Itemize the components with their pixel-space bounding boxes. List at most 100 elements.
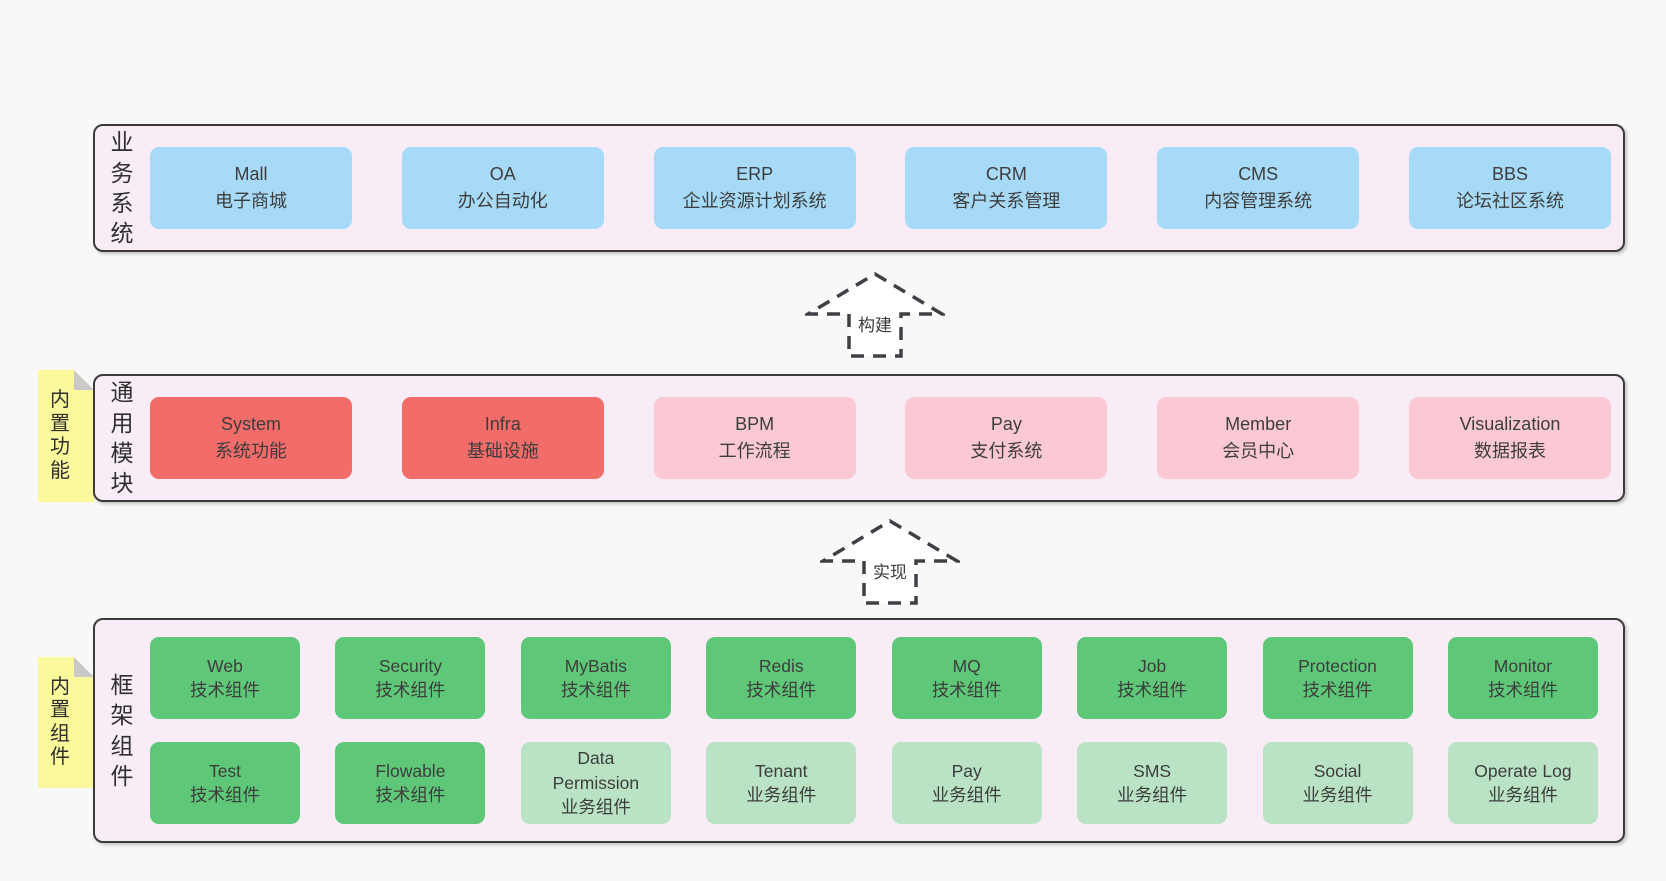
- module-box-visualization: Visualization 数据报表: [1408, 397, 1611, 479]
- box-desc: 技术组件: [746, 680, 817, 700]
- box-name: Mall: [234, 164, 268, 184]
- common-modules-panel: 通用模块 System 系统功能 Infra 基础设施 BPM 工作流程 Pay…: [93, 374, 1625, 502]
- panel-label: 业务系统: [110, 129, 134, 247]
- box-desc: 基础设施: [466, 441, 539, 461]
- framework-components-panel: 框架组件 Web 技术组件 Security 技术组件 MyBatis 技术组件…: [93, 618, 1625, 843]
- box-desc: 支付系统: [970, 441, 1043, 461]
- box-name: System: [220, 414, 281, 434]
- business-box-mall: Mall 电子商城: [150, 147, 352, 229]
- business-box-cms: CMS 内容管理系统: [1157, 147, 1360, 229]
- module-box-member: Member 会员中心: [1157, 397, 1360, 479]
- box-desc: 业务组件: [560, 797, 631, 818]
- module-box-bpm: BPM 工作流程: [653, 397, 856, 479]
- box-desc: 电子商城: [215, 191, 287, 211]
- business-systems-panel: 业务系统 Mall 电子商城 OA 办公自动化 ERP 企业资源计划系统 CRM…: [93, 124, 1625, 252]
- sticky-note-built-in-features: 内置功能: [38, 370, 94, 502]
- panel-label: 通用模块: [110, 379, 134, 497]
- box-name: Test: [208, 760, 242, 781]
- module-box-pay: Pay 支付系统: [905, 397, 1108, 479]
- sticky-fold-corner: [74, 370, 94, 390]
- box-name: Tenant: [754, 760, 808, 781]
- box-name: BPM: [735, 414, 775, 434]
- box-name: MyBatis: [564, 655, 627, 676]
- box-name: Social: [1313, 760, 1362, 781]
- box-name: Pay: [951, 760, 982, 781]
- box-desc: 技术组件: [1487, 680, 1558, 700]
- box-desc: 技术组件: [560, 680, 631, 700]
- box-name: Pay: [990, 414, 1022, 434]
- box-desc: 技术组件: [190, 680, 260, 700]
- box-name: Infra: [484, 414, 521, 434]
- box-desc: 技术组件: [190, 785, 260, 805]
- business-box-bbs: BBS 论坛社区系统: [1408, 147, 1611, 229]
- sticky-fold-corner: [74, 657, 94, 677]
- modules-box-row: System 系统功能 Infra 基础设施 BPM 工作流程 Pay 支付系统…: [150, 397, 1623, 479]
- box-name: SMS: [1133, 760, 1172, 781]
- component-box-monitor: Monitor 技术组件: [1447, 637, 1598, 719]
- box-name: Redis: [758, 655, 804, 676]
- component-box-mq: MQ 技术组件: [891, 637, 1042, 719]
- box-desc: 业务组件: [1302, 785, 1373, 805]
- build-arrow: 构建: [805, 271, 945, 359]
- box-name: Member: [1225, 414, 1292, 434]
- box-name: Job: [1138, 655, 1167, 676]
- box-desc: 工作流程: [718, 441, 791, 461]
- component-box-job: Job 技术组件: [1077, 637, 1228, 719]
- component-box-web: Web 技术组件: [150, 637, 300, 719]
- box-desc: 内容管理系统: [1204, 191, 1313, 211]
- box-desc: 技术组件: [1302, 680, 1373, 700]
- box-desc: 业务组件: [931, 785, 1002, 805]
- business-box-row: Mall 电子商城 OA 办公自动化 ERP 企业资源计划系统 CRM 客户关系…: [150, 147, 1623, 229]
- components-row-1: Web 技术组件 Security 技术组件 MyBatis 技术组件 Redi…: [150, 637, 1598, 719]
- box-name: Visualization: [1459, 414, 1561, 434]
- component-box-security: Security 技术组件: [335, 637, 486, 719]
- box-desc: 业务组件: [1487, 785, 1558, 805]
- component-box-redis: Redis 技术组件: [706, 637, 857, 719]
- box-desc: 业务组件: [746, 785, 817, 805]
- box-desc: 技术组件: [375, 680, 446, 700]
- box-name: CRM: [985, 164, 1027, 184]
- box-name: Security: [378, 655, 443, 676]
- components-rows: Web 技术组件 Security 技术组件 MyBatis 技术组件 Redi…: [150, 637, 1623, 824]
- sticky-note-label: 内置功能: [50, 388, 70, 482]
- component-box-sms: SMS 业务组件: [1077, 742, 1228, 824]
- component-box-operate-log: Operate Log 业务组件: [1447, 742, 1598, 824]
- arrow-label: 构建: [855, 311, 895, 336]
- box-name: Web: [207, 655, 243, 676]
- module-box-infra: Infra 基础设施: [401, 397, 604, 479]
- component-box-social: Social 业务组件: [1262, 742, 1413, 824]
- business-box-oa: OA 办公自动化: [401, 147, 604, 229]
- arrow-label: 实现: [870, 558, 910, 583]
- box-name: Operate Log: [1474, 760, 1572, 781]
- box-name: CMS: [1238, 164, 1279, 184]
- box-desc: 数据报表: [1473, 441, 1546, 461]
- box-desc: 论坛社区系统: [1455, 191, 1564, 211]
- box-desc: 技术组件: [931, 680, 1002, 700]
- box-desc: 办公自动化: [457, 191, 548, 211]
- component-box-data-permission: Data Permission 业务组件: [520, 742, 671, 824]
- box-name: Monitor: [1493, 655, 1553, 676]
- components-row-2: Test 技术组件 Flowable 技术组件 Data Permission …: [150, 742, 1598, 824]
- box-name: Data Permission: [552, 748, 640, 793]
- component-box-tenant: Tenant 业务组件: [706, 742, 857, 824]
- box-desc: 客户关系管理: [952, 191, 1061, 211]
- box-desc: 会员中心: [1222, 441, 1295, 461]
- component-box-test: Test 技术组件: [150, 742, 300, 824]
- box-name: Flowable: [375, 760, 446, 781]
- sticky-note-built-in-components: 内置组件: [38, 657, 94, 788]
- box-desc: 技术组件: [375, 785, 446, 805]
- implement-arrow: 实现: [820, 518, 960, 606]
- box-name: Protection: [1298, 655, 1377, 676]
- box-desc: 企业资源计划系统: [682, 191, 827, 211]
- box-name: OA: [489, 164, 516, 184]
- component-box-pay: Pay 业务组件: [891, 742, 1042, 824]
- box-name: ERP: [736, 164, 774, 184]
- box-desc: 业务组件: [1117, 785, 1188, 805]
- business-box-crm: CRM 客户关系管理: [905, 147, 1108, 229]
- sticky-note-label: 内置组件: [50, 675, 70, 769]
- business-box-erp: ERP 企业资源计划系统: [653, 147, 856, 229]
- box-desc: 系统功能: [215, 441, 287, 461]
- box-name: MQ: [952, 655, 981, 676]
- panel-label: 框架组件: [110, 671, 134, 789]
- component-box-protection: Protection 技术组件: [1262, 637, 1413, 719]
